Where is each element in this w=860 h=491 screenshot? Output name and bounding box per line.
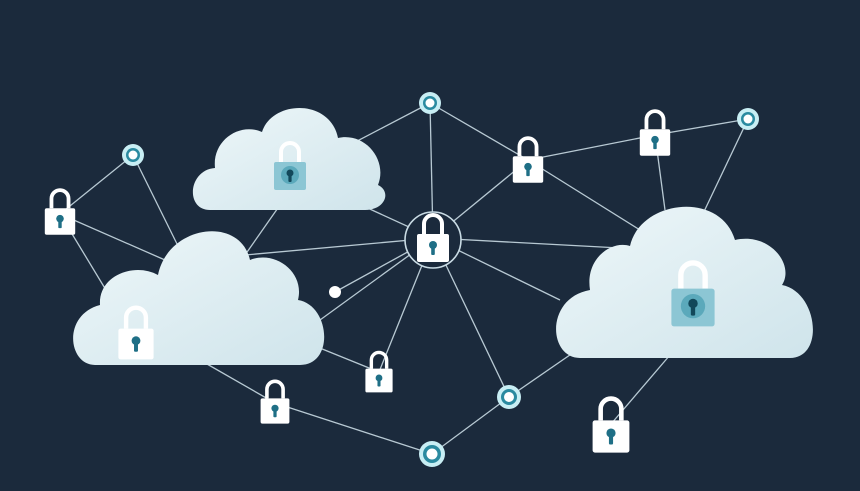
network-node-icon: [122, 144, 144, 166]
network-node-icon: [419, 441, 445, 467]
network-node-icon: [497, 385, 521, 409]
network-dot: [329, 286, 341, 298]
cloud-icon-top-left: [192, 107, 386, 210]
cloud-icon-right: [556, 206, 813, 358]
network-node-icon: [737, 108, 759, 130]
network-lines: [59, 102, 749, 455]
network-node-icon: [419, 92, 441, 114]
